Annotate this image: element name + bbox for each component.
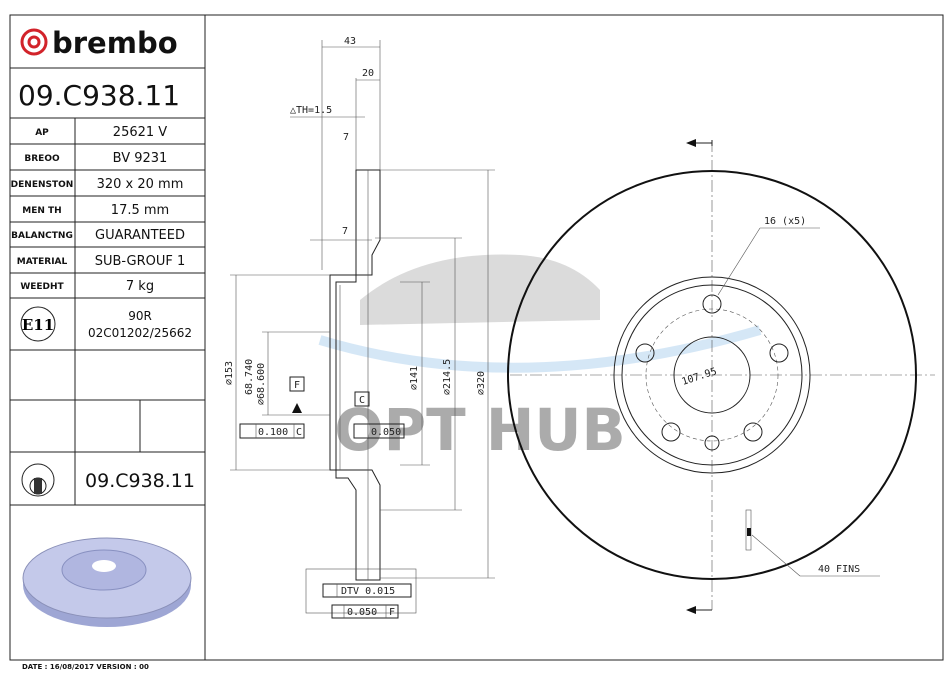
footer-date-version: DATE : 16/08/2017 VERSION : 00 <box>22 663 149 671</box>
watermark: OPT HUB <box>318 254 762 464</box>
svg-text:25621 V: 25621 V <box>113 125 167 140</box>
svg-text:⌀320: ⌀320 <box>476 371 487 395</box>
svg-text:WEEDHT: WEEDHT <box>20 282 64 292</box>
section-view: 43 20 △TH=1.5 7 7 ⌀153 68.740 ⌀68.600 ⌀1… <box>224 36 495 619</box>
svg-text:20: 20 <box>362 68 374 79</box>
svg-text:⌀214.5: ⌀214.5 <box>442 359 453 395</box>
svg-text:⌀153: ⌀153 <box>224 361 235 385</box>
svg-text:17.5 mm: 17.5 mm <box>111 203 169 218</box>
approval-mark: E11 90R 02C01202/25662 <box>20 306 192 342</box>
svg-text:⌀141: ⌀141 <box>409 366 420 390</box>
svg-text:brembo: brembo <box>52 26 178 60</box>
svg-text:MEN TH: MEN TH <box>22 206 61 216</box>
drawing-frame <box>9 14 944 661</box>
svg-text:DENENSTON: DENENSTON <box>11 180 74 190</box>
svg-text:E11: E11 <box>22 316 54 334</box>
svg-text:0.050: 0.050 <box>347 607 377 618</box>
svg-text:F: F <box>294 380 300 391</box>
svg-text:68.740: 68.740 <box>244 359 255 395</box>
svg-text:AP: AP <box>35 128 49 138</box>
svg-text:GUARANTEED: GUARANTEED <box>95 228 185 243</box>
svg-text:DTV 0.015: DTV 0.015 <box>341 586 395 597</box>
svg-text:⌀68.600: ⌀68.600 <box>256 363 267 405</box>
svg-text:C: C <box>296 427 302 438</box>
svg-text:16 (x5): 16 (x5) <box>764 216 806 227</box>
svg-text:MATERIAL: MATERIAL <box>17 257 68 267</box>
svg-text:40 FINS: 40 FINS <box>818 564 860 575</box>
svg-text:C: C <box>359 395 365 406</box>
svg-text:OPT HUB: OPT HUB <box>334 396 625 464</box>
svg-text:107.95: 107.95 <box>681 366 719 388</box>
svg-text:320 x 20 mm: 320 x 20 mm <box>97 177 184 192</box>
part-number-bottom: 09.C938.11 <box>85 470 195 492</box>
svg-text:△TH=1.5: △TH=1.5 <box>290 105 332 116</box>
brembo-logo: brembo <box>20 26 178 60</box>
svg-text:7: 7 <box>342 226 348 237</box>
svg-text:0.050: 0.050 <box>371 427 401 438</box>
part-number: 09.C938.11 <box>18 79 180 112</box>
svg-text:BV 9231: BV 9231 <box>113 151 168 166</box>
svg-text:7: 7 <box>343 132 349 143</box>
svg-text:BREOO: BREOO <box>24 154 60 164</box>
svg-text:F: F <box>389 607 395 618</box>
spec-table: AP 25621 V BREOO BV 9231 DENENSTON 320 x 20… <box>11 125 186 294</box>
svg-text:BALANCTNG: BALANCTNG <box>11 231 73 241</box>
svg-text:SUB-GROUF 1: SUB-GROUF 1 <box>95 254 186 269</box>
svg-text:7 kg: 7 kg <box>126 279 154 294</box>
disc-section-icon <box>21 463 55 497</box>
svg-text:43: 43 <box>344 36 356 47</box>
front-view: 107.95 16 (x5) 40 FINS <box>507 139 935 614</box>
spec-table-grid <box>10 67 205 506</box>
svg-text:02C01202/25662: 02C01202/25662 <box>88 326 192 340</box>
svg-text:90R: 90R <box>128 309 152 323</box>
svg-text:0.100: 0.100 <box>258 427 288 438</box>
disc-render-image <box>22 537 192 627</box>
